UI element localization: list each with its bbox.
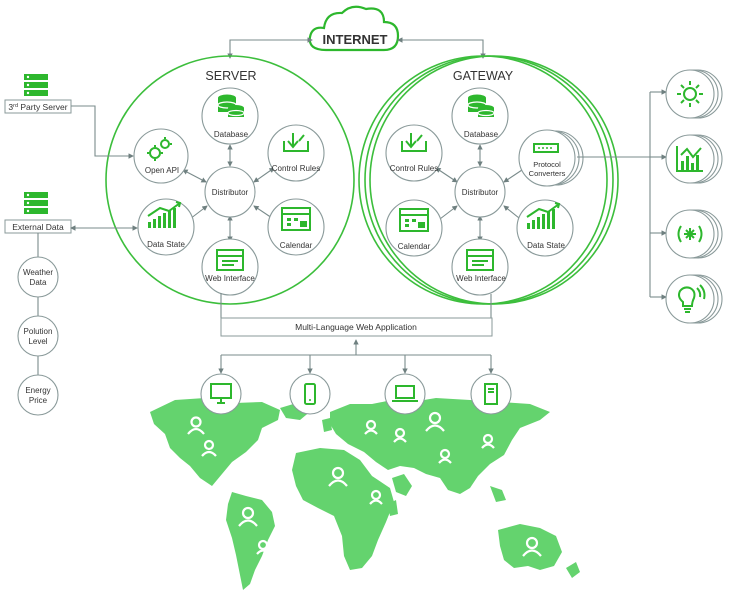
- gateway-control-rules-node: Control Rules: [385, 124, 443, 182]
- server-title: SERVER: [205, 69, 256, 83]
- user-icon: [393, 427, 407, 443]
- user-icon: [238, 506, 258, 527]
- world-map: [150, 398, 580, 590]
- svg-text:Database: Database: [464, 130, 499, 139]
- user-icon: [425, 411, 445, 432]
- svg-text:3rd Party Server: 3rd Party Server: [8, 102, 67, 112]
- svg-text:Web Interface: Web Interface: [456, 274, 506, 283]
- chart-icon: [676, 146, 703, 172]
- protocol-converter-icon: [533, 143, 559, 153]
- svg-text:Database: Database: [214, 130, 249, 139]
- svg-text:Calendar: Calendar: [280, 241, 313, 250]
- svg-text:Calendar: Calendar: [398, 242, 431, 251]
- phone-node: [289, 373, 331, 415]
- gateway-protocol-node: Protocol Converters: [518, 129, 584, 187]
- bulb-icon: [678, 284, 706, 313]
- server-circle: [105, 55, 355, 305]
- svg-text:Converters: Converters: [529, 169, 566, 178]
- web-app-label: Multi-Language Web Application: [295, 322, 417, 332]
- web-interface-icon: [466, 249, 494, 271]
- tower-icon: [484, 383, 498, 405]
- polution-level-node: Polution Level: [17, 315, 59, 357]
- user-icon: [481, 433, 495, 449]
- sensor-signal-node: [665, 209, 723, 259]
- control-rules-icon: [283, 133, 309, 152]
- data-state-icon: [147, 201, 182, 228]
- gateway-circle: [358, 55, 608, 305]
- internet-label: INTERNET: [323, 32, 388, 47]
- user-icon: [369, 489, 383, 505]
- server-web-interface-node: Web Interface: [201, 238, 259, 296]
- gateway-database-node: Database: [451, 87, 509, 145]
- database-icon: [467, 94, 495, 117]
- laptop-node: [384, 373, 426, 415]
- web-app-bar: Multi-Language Web Application: [220, 317, 493, 337]
- gears-icon: [147, 137, 172, 161]
- user-icon: [256, 539, 270, 555]
- users-on-map: [187, 411, 542, 557]
- sensor-sun-node: [665, 69, 723, 119]
- svg-text:Price: Price: [29, 396, 48, 405]
- calendar-icon: [281, 207, 311, 231]
- gateway-calendar-node: Calendar: [385, 199, 443, 257]
- user-icon: [364, 419, 378, 435]
- server-rack-icon: [24, 74, 48, 96]
- control-rules-icon: [401, 133, 427, 152]
- laptop-icon: [392, 385, 418, 402]
- external-data: External Data: [4, 192, 72, 234]
- svg-text:Energy: Energy: [25, 386, 50, 395]
- gateway-data-state-node: Data State: [516, 199, 574, 257]
- server-calendar-node: Calendar: [267, 198, 325, 256]
- server-rack-icon: [24, 192, 48, 214]
- tower-node: [470, 373, 512, 415]
- server-distributor-node: Distributor: [204, 166, 256, 218]
- internet-cloud: INTERNET: [308, 5, 400, 52]
- svg-text:Data: Data: [30, 278, 47, 287]
- server-control-rules-node: Control Rules: [267, 124, 325, 182]
- svg-text:Open API: Open API: [145, 166, 179, 175]
- third-party-server: 3rd Party Server: [4, 74, 72, 114]
- svg-text:Protocol: Protocol: [533, 160, 561, 169]
- svg-text:Data State: Data State: [147, 240, 185, 249]
- gateway-web-interface-node: Web Interface: [451, 238, 509, 296]
- server-database-node: Database: [201, 87, 259, 145]
- desktop-icon: [210, 383, 232, 404]
- energy-price-node: Energy Price: [17, 374, 59, 416]
- svg-text:Data State: Data State: [527, 241, 565, 250]
- svg-text:Weather: Weather: [23, 268, 53, 277]
- gateway-distributor-node: Distributor: [454, 166, 506, 218]
- sensor-bulb-node: [665, 274, 723, 324]
- web-interface-icon: [216, 249, 244, 271]
- svg-text:Distributor: Distributor: [212, 188, 249, 197]
- phone-icon: [304, 383, 316, 405]
- server-data-state-node: Data State: [137, 198, 195, 256]
- svg-text:External Data: External Data: [12, 222, 64, 232]
- data-state-icon: [526, 202, 561, 229]
- weather-data-node: Weather Data: [17, 256, 59, 298]
- gateway-title: GATEWAY: [453, 69, 514, 83]
- svg-text:Distributor: Distributor: [462, 188, 499, 197]
- user-icon: [328, 466, 348, 487]
- user-icon: [187, 416, 205, 435]
- svg-text:Level: Level: [28, 337, 47, 346]
- desktop-node: [200, 373, 242, 415]
- signal-icon: [677, 225, 703, 243]
- calendar-icon: [399, 208, 429, 232]
- sun-icon: [677, 81, 703, 107]
- user-icon: [438, 448, 452, 464]
- sensor-chart-node: [665, 134, 723, 184]
- svg-text:Control Rules: Control Rules: [272, 164, 320, 173]
- user-icon: [201, 439, 217, 457]
- server-open-api-node: Open API: [133, 128, 189, 184]
- svg-text:Polution: Polution: [24, 327, 53, 336]
- user-icon: [522, 536, 542, 557]
- database-icon: [217, 94, 245, 117]
- svg-text:Web Interface: Web Interface: [205, 274, 255, 283]
- svg-text:Control Rules: Control Rules: [390, 164, 438, 173]
